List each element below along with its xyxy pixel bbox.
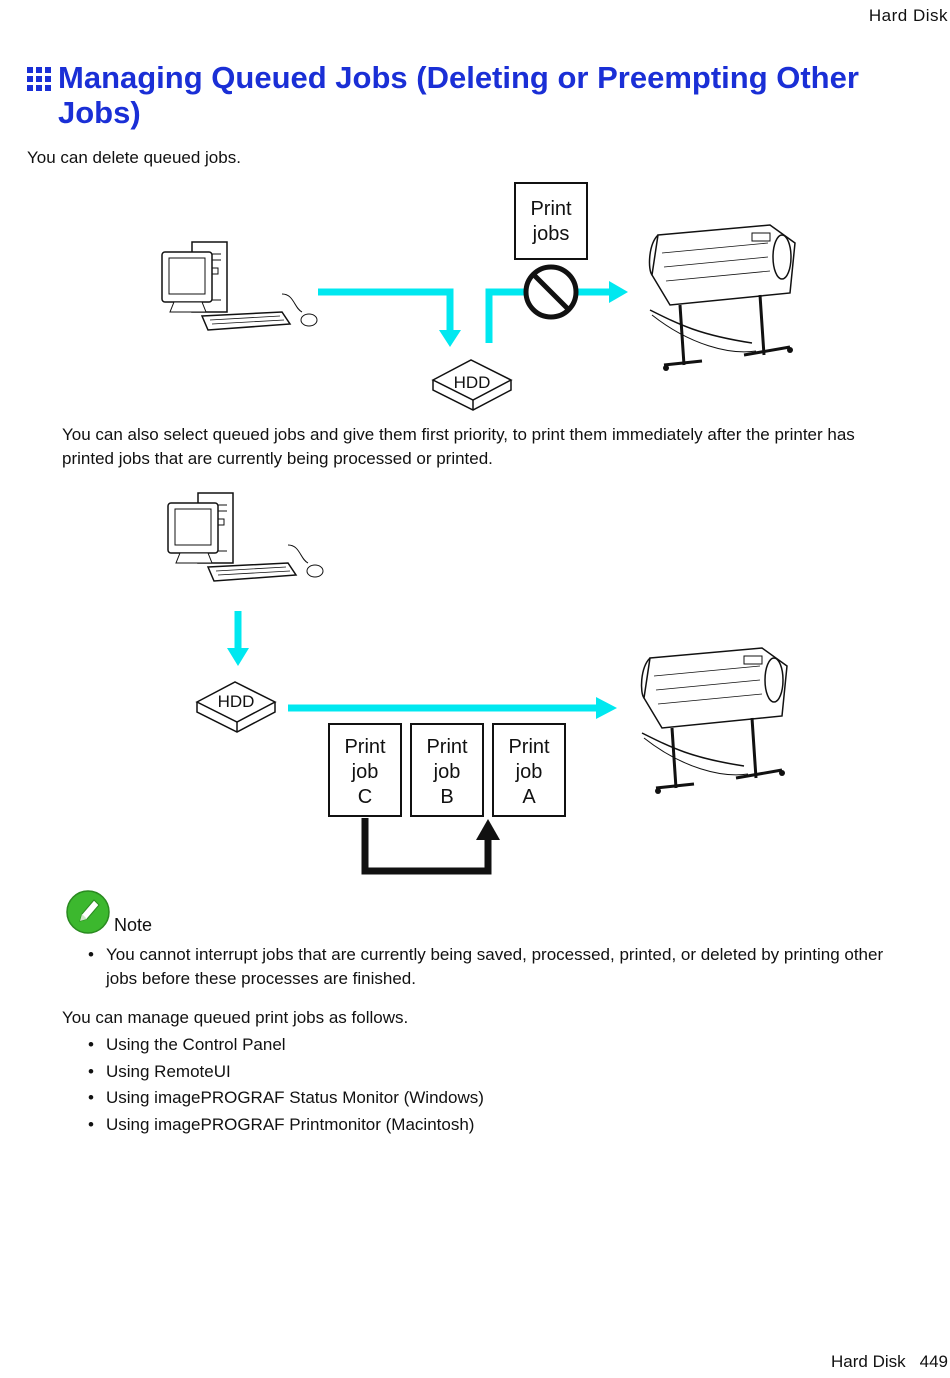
page-footer: Hard Disk 449 xyxy=(817,1352,948,1372)
manage-intro: You can manage queued print jobs as foll… xyxy=(62,1008,409,1027)
manage-list: Using the Control Panel Using RemoteUI U… xyxy=(86,1032,886,1138)
computer-icon xyxy=(167,492,324,582)
job-a-line1: Print xyxy=(508,736,550,758)
list-item: Using RemoteUI xyxy=(86,1059,886,1086)
job-c-line3: C xyxy=(358,786,372,808)
job-a-line3: A xyxy=(522,786,536,808)
print-jobs-box xyxy=(514,182,588,260)
running-header: Hard Disk xyxy=(868,6,948,25)
priority-text: You can also select queued jobs and give… xyxy=(62,425,855,468)
note-title: Note xyxy=(114,915,153,935)
job-c-line2: job xyxy=(351,761,379,783)
print-jobs-label-1: Print xyxy=(530,198,572,220)
list-item: Using imagePROGRAF Status Monitor (Windo… xyxy=(86,1085,886,1112)
page-number: 449 xyxy=(919,1352,948,1371)
section-grid-icon xyxy=(27,67,51,91)
list-item: Using imagePROGRAF Printmonitor (Macinto… xyxy=(86,1112,886,1139)
intro-text: You can delete queued jobs. xyxy=(27,148,241,167)
hdd-label: HDD xyxy=(454,373,491,392)
preempt-arrow xyxy=(476,819,500,840)
job-a-line2: job xyxy=(515,761,543,783)
printer-icon xyxy=(648,223,797,373)
job-b-line2: job xyxy=(433,761,461,783)
computer-icon xyxy=(161,241,318,331)
job-box-c: Print job C xyxy=(328,723,402,817)
figure-preempt-jobs: HDD Print job C Print job B Print job A xyxy=(167,492,789,875)
printer-icon xyxy=(640,646,789,796)
job-box-a: Print job A xyxy=(492,723,566,817)
job-box-b: Print job B xyxy=(410,723,484,817)
figure-delete-jobs: Print jobs HDD xyxy=(161,182,797,411)
hdd-label: HDD xyxy=(218,692,255,711)
prohibited-icon xyxy=(523,264,579,320)
print-jobs-label-2: jobs xyxy=(532,223,570,245)
list-item: You cannot interrupt jobs that are curre… xyxy=(86,943,886,991)
job-b-line1: Print xyxy=(426,736,468,758)
list-item: Using the Control Panel xyxy=(86,1032,886,1059)
footer-section: Hard Disk xyxy=(831,1352,906,1371)
note-pencil-icon xyxy=(66,890,110,934)
page-title: Managing Queued Jobs (Deleting or Preemp… xyxy=(58,60,859,130)
note-list: You cannot interrupt jobs that are curre… xyxy=(86,943,886,991)
job-b-line3: B xyxy=(440,786,453,808)
job-c-line1: Print xyxy=(344,736,386,758)
